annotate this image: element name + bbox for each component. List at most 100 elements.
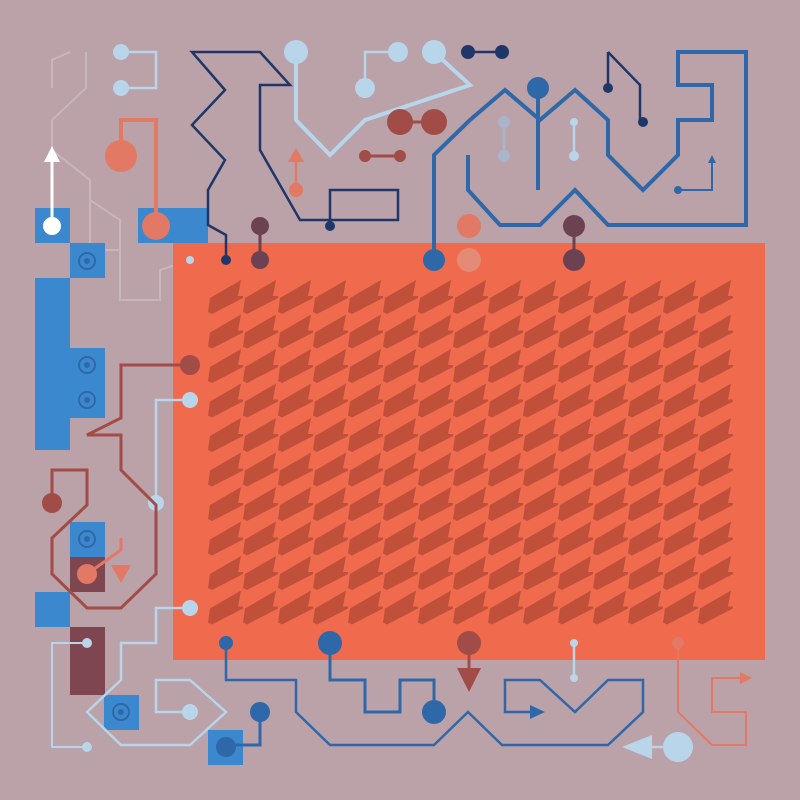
bolt-shape <box>313 314 348 349</box>
bolt-shape <box>628 349 663 383</box>
bolt-shape <box>453 314 488 349</box>
bolt-shape <box>698 280 733 314</box>
bolt-shape <box>278 280 313 314</box>
bolt-shape <box>348 556 383 590</box>
bolt-shape <box>523 280 558 314</box>
target-icon <box>78 252 96 270</box>
bolt-shape <box>558 487 593 521</box>
blue-node <box>250 702 270 722</box>
arrow-up-icon <box>44 146 60 162</box>
bolt-shape <box>418 314 453 349</box>
bolt-shape <box>558 556 593 590</box>
target-icon-dot <box>118 709 124 715</box>
bolt-shape <box>488 383 523 418</box>
bolt-shape <box>208 314 243 349</box>
light-node <box>186 256 194 264</box>
bolt-shape <box>698 383 733 418</box>
blue-node <box>219 636 233 650</box>
bolt-shape <box>698 418 733 452</box>
bolt-shape <box>698 452 733 487</box>
bolt-shape <box>418 487 453 521</box>
light-node <box>113 44 129 60</box>
bolt-shape <box>663 314 698 349</box>
light-node <box>284 40 308 64</box>
bolt-shape <box>243 418 278 452</box>
bolt-shape <box>348 314 383 349</box>
red-node <box>359 150 371 162</box>
salmon-node <box>457 214 481 238</box>
bolt-shape <box>558 590 593 625</box>
bolt-shape <box>628 521 663 556</box>
bolt-shape <box>313 556 348 590</box>
bolt-shape <box>663 349 698 383</box>
bolt-shape <box>698 349 733 383</box>
bolt-shape <box>278 383 313 418</box>
bolt-shape <box>208 590 243 625</box>
bolt-shape <box>593 556 628 590</box>
red-node <box>180 355 200 375</box>
navy-node <box>461 45 475 59</box>
bolt-shape <box>628 314 663 349</box>
blue-block <box>35 592 70 627</box>
light-blue-traces <box>50 50 474 748</box>
bolt-shape <box>313 418 348 452</box>
bolt-shape <box>383 521 418 556</box>
bolt-shape <box>593 349 628 383</box>
light-node <box>355 78 375 98</box>
navy-node <box>495 45 509 59</box>
light-node <box>182 392 198 408</box>
red-node <box>394 150 406 162</box>
bolt-shape <box>383 314 418 349</box>
arrow-left-icon <box>622 735 652 759</box>
bolt-shape <box>453 418 488 452</box>
blue-traces <box>224 50 748 747</box>
bolt-shape <box>208 383 243 418</box>
target-icon-dot <box>84 258 90 264</box>
bolt-shape <box>313 590 348 625</box>
bolt-shape <box>453 349 488 383</box>
bolt-shape <box>628 452 663 487</box>
bolt-shape <box>558 521 593 556</box>
bolt-shape <box>278 487 313 521</box>
bolt-shape <box>663 556 698 590</box>
arrow-up-icon <box>708 155 716 163</box>
navy-node <box>325 221 335 231</box>
bolt-shape <box>698 521 733 556</box>
light-node <box>82 742 92 752</box>
bolt-shape <box>383 418 418 452</box>
bolt-shape <box>208 521 243 556</box>
blue-node <box>216 737 236 757</box>
bolt-shape <box>243 349 278 383</box>
bolt-shape <box>348 452 383 487</box>
bolt-shape <box>313 521 348 556</box>
navy-node <box>603 83 613 93</box>
bolt-shape <box>383 452 418 487</box>
bolt-shape <box>628 280 663 314</box>
bolt-shape <box>383 280 418 314</box>
bolt-shape <box>278 521 313 556</box>
bolt-shape <box>663 418 698 452</box>
bolt-shape <box>313 280 348 314</box>
target-icon <box>78 530 96 548</box>
bolt-shape <box>523 590 558 625</box>
light-node <box>422 40 446 64</box>
bolt-shape <box>523 314 558 349</box>
blue-blocks <box>35 208 243 765</box>
navy-node <box>638 117 648 127</box>
bolt-pattern <box>208 280 733 625</box>
bolt-shape <box>453 487 488 521</box>
bolt-shape <box>418 383 453 418</box>
bolt-shape <box>698 314 733 349</box>
salmon-node <box>672 637 684 649</box>
bolt-shape <box>593 590 628 625</box>
bolt-shape <box>208 349 243 383</box>
salmon-node <box>105 140 137 172</box>
bolt-shape <box>628 590 663 625</box>
salmon-traces <box>86 118 747 746</box>
bolt-shape <box>488 452 523 487</box>
bolt-shape <box>383 556 418 590</box>
bolt-shape <box>418 590 453 625</box>
light-node <box>113 80 129 96</box>
arrow-up-icon <box>288 148 304 162</box>
bolt-shape <box>278 314 313 349</box>
